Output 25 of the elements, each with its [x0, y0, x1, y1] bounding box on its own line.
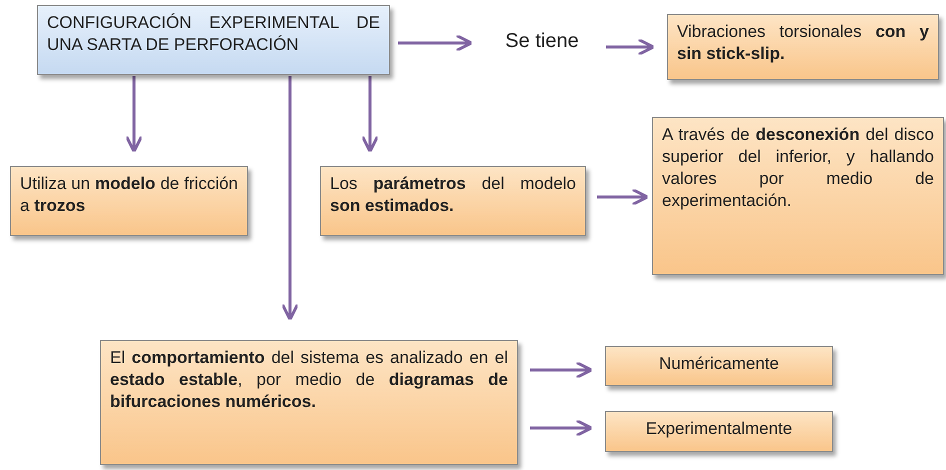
parameter-box [320, 166, 586, 236]
method-box [652, 117, 944, 275]
option-box [605, 346, 833, 386]
arrow [398, 34, 473, 52]
box-text: Utiliza un modelo de fricción a trozos [20, 173, 238, 218]
title-box [37, 5, 390, 75]
box-text: Vibraciones torsionales con y sin stick-slip. [677, 21, 929, 66]
label-text: Se tiene [504, 29, 580, 54]
option-box [605, 411, 833, 452]
arrow [530, 361, 593, 379]
result-box [667, 14, 939, 80]
arrow [597, 188, 649, 206]
box-text: Experimentalmente [644, 418, 794, 440]
analysis-box [100, 340, 518, 465]
arrow [281, 76, 299, 321]
arrow [530, 419, 593, 437]
arrow [125, 76, 143, 153]
box-text: CONFIGURACIÓN EXPERIMENTAL DE UNA SARTA DE PERFORACIÓN [47, 12, 380, 56]
box-text: A través de desconexión del disco superior del inferior, y hallando valores por medio de experimentación. [662, 124, 934, 212]
box-text: El comportamiento del sistema es analizado en el estado estable, por medio de diagramas de bifurcaciones numéricos. [110, 347, 508, 414]
arrow [361, 76, 379, 153]
box-text: Los parámetros del modelo son estimados. [330, 173, 576, 218]
box-text: Numéricamente [658, 353, 780, 375]
arrow [606, 38, 655, 56]
model-box [10, 166, 248, 236]
